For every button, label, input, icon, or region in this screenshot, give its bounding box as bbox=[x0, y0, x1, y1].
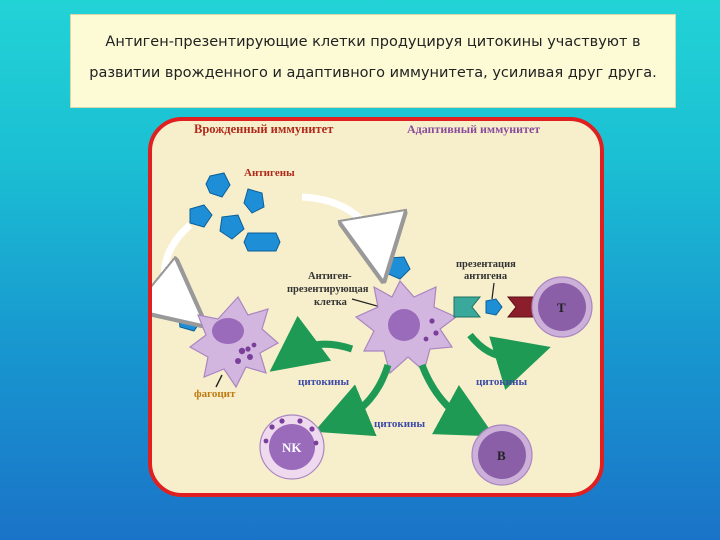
presentation-label-line-1: презентация bbox=[456, 259, 516, 270]
presentation-label-line-2: антигена bbox=[464, 271, 508, 282]
arrow-cytokines-right bbox=[470, 335, 524, 357]
presentation-pointer bbox=[492, 283, 494, 299]
antigen-shape bbox=[190, 205, 212, 227]
arrow-cytokines-to-b bbox=[422, 365, 470, 423]
caption-line-1: Антиген-презентирующие клетки продуцируя… bbox=[85, 27, 661, 58]
t-cell-label: T bbox=[557, 300, 566, 315]
apc-label-line-1: Антиген- bbox=[308, 271, 352, 282]
caption-box: Антиген-презентирующие клетки продуцируя… bbox=[70, 14, 676, 108]
nk-cell-label: NK bbox=[282, 440, 302, 455]
arrow-cytokines-left bbox=[292, 344, 352, 355]
immunity-diagram: Врожденный иммунитет Адаптивный иммуните… bbox=[148, 117, 604, 497]
apc-label-line-2: презентирующая bbox=[287, 284, 369, 295]
innate-immunity-title: Врожденный иммунитет bbox=[194, 122, 333, 136]
phagocyte-cell bbox=[190, 297, 278, 387]
arrow-antigen-to-phagocyte bbox=[165, 225, 190, 305]
mhc-receptor bbox=[454, 297, 480, 317]
antigen-shape bbox=[206, 173, 230, 197]
phagocyte-label: фагоцит bbox=[194, 388, 236, 400]
presented-antigen bbox=[486, 299, 502, 315]
antigen-shape bbox=[220, 215, 244, 239]
antigen-cluster bbox=[178, 173, 410, 331]
adaptive-immunity-title: Адаптивный иммунитет bbox=[407, 122, 540, 136]
diagram-canvas: Врожденный иммунитет Адаптивный иммуните… bbox=[152, 121, 600, 493]
arrow-antigen-to-apc bbox=[302, 197, 378, 249]
apc-label-line-3: клетка bbox=[314, 297, 348, 308]
arrow-cytokines-to-nk bbox=[340, 365, 388, 421]
antigens-label: Антигены bbox=[244, 167, 295, 179]
cytokines-label-left: цитокины bbox=[298, 376, 349, 388]
cytokines-label-center: цитокины bbox=[374, 418, 425, 430]
phagocyte-pointer bbox=[216, 375, 222, 387]
antigen-shape bbox=[178, 307, 202, 331]
antigen-shape bbox=[244, 233, 280, 251]
caption-line-2: развитии врожденного и адаптивного иммун… bbox=[85, 58, 661, 89]
antigen-presenting-cell bbox=[356, 281, 456, 373]
antigen-shape bbox=[244, 189, 264, 213]
b-cell-label: B bbox=[497, 448, 506, 463]
antigen-shape bbox=[386, 257, 410, 279]
cytokines-label-right: цитокины bbox=[476, 376, 527, 388]
